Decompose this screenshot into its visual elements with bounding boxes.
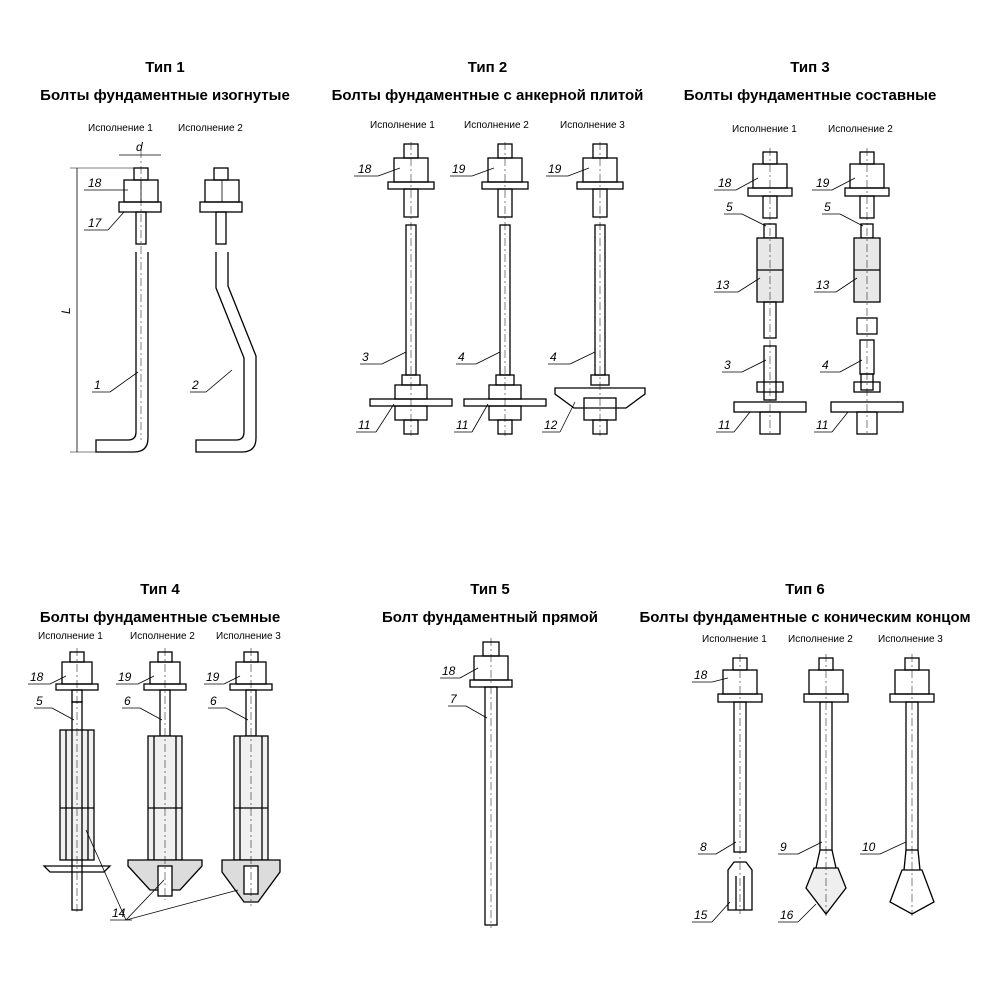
- part-label: 4: [822, 358, 829, 372]
- dim-d-label: d: [136, 140, 143, 154]
- part-label: 19: [118, 670, 132, 684]
- panel-title: Болты фундаментные с коническим концом: [639, 609, 971, 626]
- type-6-drawing: Исполнение 1 Исполнение 2 Исполнение 3 1…: [692, 634, 943, 923]
- panel-type-label: Тип 1: [145, 59, 185, 76]
- part-label: 3: [724, 358, 731, 372]
- bolt-type2-version1: 18 3 11: [354, 142, 453, 436]
- part-label: 14: [112, 906, 126, 920]
- part-label: 7: [450, 692, 458, 706]
- version-label: Исполнение 3: [216, 631, 281, 642]
- part-label: 18: [30, 670, 44, 684]
- panel-type-label: Тип 5: [470, 581, 510, 598]
- version-label: Исполнение 1: [370, 120, 435, 131]
- panel-type-1: Тип 1 Болты фундаментные изогнутые Испол…: [0, 0, 330, 500]
- part-label: 6: [210, 694, 217, 708]
- part-label: 16: [780, 908, 794, 922]
- bolt-type2-version3: 19 4 12: [542, 142, 646, 436]
- type-3-drawing: Исполнение 1 Исполнение 2 18 5 13 3: [714, 124, 904, 436]
- part-label: 10: [862, 840, 876, 854]
- panel-type-6: Тип 6 Болты фундаментные с коническим ко…: [630, 520, 1000, 980]
- part-label: 18: [358, 162, 372, 176]
- version-label: Исполнение 3: [878, 634, 943, 645]
- part-label: 18: [442, 664, 456, 678]
- bolt-type4-version1: 18 5: [28, 648, 112, 912]
- part-label: 3: [362, 350, 369, 364]
- type-2-drawing: Исполнение 1 Исполнение 2 Исполнение 3 1…: [354, 120, 646, 436]
- callout-14: 14: [85, 829, 239, 921]
- version-label: Исполнение 1: [732, 124, 797, 135]
- bolt-type1-version2: 2: [190, 167, 257, 453]
- part-label: 15: [694, 908, 708, 922]
- version-label: Исполнение 3: [560, 120, 625, 131]
- part-label: 12: [544, 418, 558, 432]
- part-label: 4: [550, 350, 557, 364]
- panel-title: Болты фундаментные съемные: [39, 609, 281, 626]
- part-label: 8: [700, 840, 707, 854]
- part-label: 19: [548, 162, 562, 176]
- part-label: 2: [191, 378, 199, 392]
- part-label: 13: [816, 278, 830, 292]
- panel-type-5: Тип 5 Болт фундаментный прямой 18 7: [360, 520, 620, 980]
- version-label: Исполнение 2: [828, 124, 893, 135]
- bolt-type6-version2: 9 16: [778, 654, 849, 923]
- version-label: Исполнение 1: [38, 631, 103, 642]
- version-label: Исполнение 2: [788, 634, 853, 645]
- part-label: 19: [452, 162, 466, 176]
- part-label: 4: [458, 350, 465, 364]
- bolt-type1-version1: d L 18 17 1: [59, 140, 162, 453]
- part-label: 5: [36, 694, 43, 708]
- panel-type-2: Тип 2 Болты фундаментные с анкерной плит…: [310, 0, 665, 500]
- panel-title: Болт фундаментный прямой: [382, 609, 598, 626]
- panel-type-label: Тип 6: [785, 581, 825, 598]
- part-label: 1: [94, 378, 101, 392]
- part-label: 18: [718, 176, 732, 190]
- panel-title: Болты фундаментные с анкерной плитой: [331, 87, 644, 104]
- version-label: Исполнение 1: [702, 634, 767, 645]
- part-label: 5: [726, 200, 733, 214]
- panel-type-label: Тип 3: [790, 59, 830, 76]
- part-label: 11: [718, 418, 730, 432]
- part-label: 18: [694, 668, 708, 682]
- bolt-type6-version3: 10: [860, 654, 935, 916]
- part-label: 6: [124, 694, 131, 708]
- version-label: Исполнение 1: [88, 123, 153, 134]
- part-label: 9: [780, 840, 787, 854]
- bolt-type3-version2: 19 5 13 4 11: [812, 148, 904, 436]
- part-label: 19: [206, 670, 220, 684]
- bolt-type6-version1: 18 8 15: [692, 654, 763, 923]
- panel-type-3: Тип 3 Болты фундаментные составные Испол…: [660, 0, 960, 500]
- panel-type-4: Тип 4 Болты фундаментные съемные Исполне…: [0, 520, 320, 980]
- part-label: 5: [824, 200, 831, 214]
- bolt-type3-version1: 18 5 13 3 11: [714, 148, 807, 436]
- part-label: 18: [88, 176, 102, 190]
- panel-title: Болты фундаментные составные: [683, 87, 937, 104]
- part-label: 11: [816, 418, 828, 432]
- version-label: Исполнение 2: [464, 120, 529, 131]
- type-1-drawing: Исполнение 1 Исполнение 2 d L 18 17 1: [59, 123, 257, 453]
- panel-type-label: Тип 2: [467, 59, 508, 76]
- bolt-type4-version2: 19 6: [116, 648, 203, 900]
- part-label: 11: [358, 418, 370, 432]
- bolt-type4-version3: 19 6: [204, 648, 281, 906]
- type-4-drawing: Исполнение 1 Исполнение 2 Исполнение 3 1…: [28, 631, 281, 921]
- part-label: 11: [456, 418, 468, 432]
- version-label: Исполнение 2: [130, 631, 195, 642]
- part-label: 17: [88, 216, 103, 230]
- version-label: Исполнение 2: [178, 123, 243, 134]
- bolt-type2-version2: 19 4 11: [450, 142, 547, 436]
- bolt-type5: 18 7: [440, 638, 513, 928]
- part-label: 13: [716, 278, 730, 292]
- type-5-drawing: 18 7: [440, 638, 513, 928]
- panel-type-label: Тип 4: [140, 581, 180, 598]
- part-label: 19: [816, 176, 830, 190]
- panel-title: Болты фундаментные изогнутые: [40, 87, 290, 104]
- dim-L-label: L: [59, 307, 73, 314]
